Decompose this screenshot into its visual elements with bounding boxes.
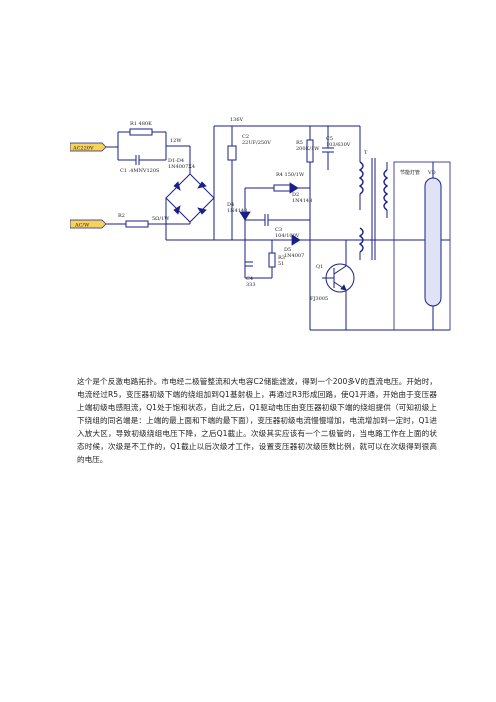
r2-value: 5Ω/1W — [152, 216, 170, 222]
vd-label: VD — [427, 170, 436, 176]
lamp-label: 节能灯管 — [400, 169, 420, 176]
ac-input-bottom-label: AC/W — [74, 223, 90, 229]
circuit-description: 这个是个反激电路拓扑。市电经二极管整流和大电容C2储能滤波，得到一个200多V的… — [77, 377, 437, 464]
lamp-tube — [424, 177, 442, 307]
diode-d5 — [291, 234, 301, 246]
transformer-label: T — [364, 150, 368, 156]
circuit-schematic: AC220V AC/W R1 480K C1 .4MNV120S 12W R2 … — [70, 117, 451, 331]
bridge-rectifier — [165, 173, 215, 223]
transformer-t — [358, 158, 389, 260]
ac-input-top-tag: AC220V — [70, 142, 107, 152]
diode-d2 — [289, 182, 299, 194]
lamp-section-box — [393, 161, 451, 331]
voltage-rail-label: 136V — [230, 117, 244, 123]
resistor-r1 — [129, 128, 153, 136]
ac-input-top-label: AC220V — [72, 146, 94, 152]
resistor-r4 — [273, 184, 291, 192]
transistor-q1 — [322, 263, 355, 293]
ac-input-bottom-tag: AC/W — [70, 219, 107, 229]
diode-d4 — [239, 211, 251, 221]
resistor-r2 — [125, 220, 149, 228]
q1-label: Q1 — [316, 264, 323, 270]
c1-label: C1 .4MNV120S — [120, 168, 160, 174]
r1-note: 12W — [170, 138, 182, 144]
r4-label: R4 150/1W — [276, 172, 305, 178]
r2-label: R2 — [118, 213, 125, 219]
q1-part-label: FJ3005 — [310, 296, 328, 302]
capacitor-c2 — [227, 145, 237, 161]
resistor-r3 — [268, 252, 276, 268]
r1-label: R1 480K — [130, 121, 152, 127]
